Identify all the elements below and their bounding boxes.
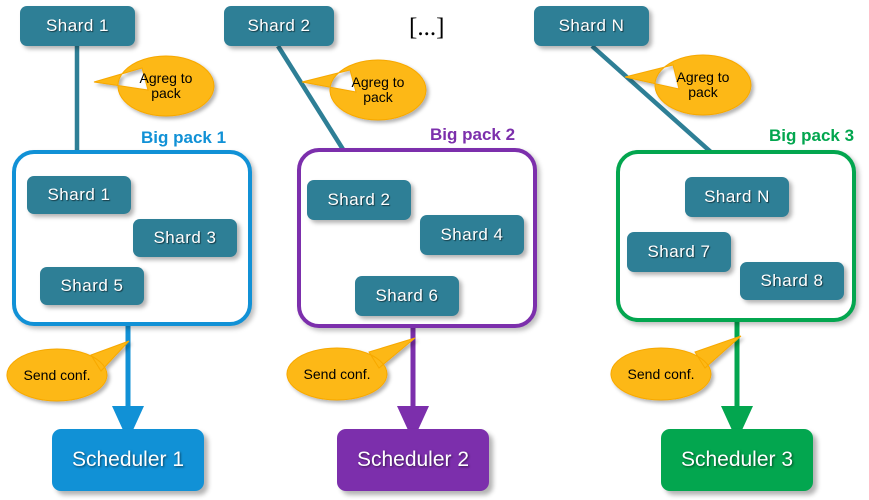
shard-chip-pack3-7[interactable]: Shard 7 bbox=[627, 232, 731, 272]
callout-text: Send conf. bbox=[23, 366, 91, 383]
shard-chip-pack2-2[interactable]: Shard 2 bbox=[307, 180, 411, 220]
shard-label: Shard N bbox=[558, 16, 625, 35]
shard-chip-pack1-1[interactable]: Shard 1 bbox=[27, 176, 131, 214]
shard-label: Shard 2 bbox=[327, 190, 391, 209]
shard-chip-top-1[interactable]: Shard 1 bbox=[20, 6, 135, 46]
shard-label: Shard 5 bbox=[60, 276, 124, 295]
shard-chip-pack1-3[interactable]: Shard 3 bbox=[133, 219, 237, 257]
callout-text: Send conf. bbox=[303, 365, 371, 382]
shard-label: Shard 4 bbox=[440, 225, 504, 244]
ellipsis-marker: [...] bbox=[409, 14, 445, 41]
shard-label: Shard 3 bbox=[153, 228, 217, 247]
shard-label: Shard 7 bbox=[647, 242, 711, 261]
scheduler-box-3[interactable]: Scheduler 3 bbox=[661, 429, 813, 491]
shard-chip-pack3-8[interactable]: Shard 8 bbox=[740, 262, 844, 300]
callout-send-conf-1: Send conf. bbox=[6, 340, 130, 402]
callout-line-2: pack bbox=[688, 84, 718, 100]
pack-label-1: Big pack 1 bbox=[141, 128, 227, 147]
shard-label: Shard 8 bbox=[760, 271, 824, 290]
pack-label-3: Big pack 3 bbox=[769, 126, 855, 145]
shard-chip-pack3-n[interactable]: Shard N bbox=[685, 177, 789, 217]
callout-line-2: pack bbox=[151, 85, 181, 101]
scheduler-box-1[interactable]: Scheduler 1 bbox=[52, 429, 204, 491]
callout-line-1: Agreg to bbox=[139, 70, 193, 87]
callout-line-1: Agreg to bbox=[676, 69, 730, 86]
conf-arrows bbox=[112, 322, 754, 441]
shard-chip-pack2-6[interactable]: Shard 6 bbox=[355, 276, 459, 316]
callout-send-conf-2: Send conf. bbox=[286, 337, 416, 401]
shard-label: Shard N bbox=[704, 187, 770, 206]
shard-label: Shard 1 bbox=[45, 16, 110, 35]
pack-label-2: Big pack 2 bbox=[430, 125, 516, 144]
callout-line-2: pack bbox=[363, 89, 393, 105]
callout-send-conf-3: Send conf. bbox=[610, 335, 742, 401]
callout-line-1: Agreg to bbox=[351, 74, 405, 91]
scheduler-label: Scheduler 2 bbox=[356, 448, 470, 471]
callout-text: Send conf. bbox=[627, 365, 695, 382]
scheduler-box-2[interactable]: Scheduler 2 bbox=[337, 429, 489, 491]
shard-chip-pack1-5[interactable]: Shard 5 bbox=[40, 267, 144, 305]
scheduler-label: Scheduler 1 bbox=[71, 448, 185, 471]
shard-chip-pack2-4[interactable]: Shard 4 bbox=[420, 215, 524, 255]
shard-label: Shard 2 bbox=[247, 16, 311, 35]
shard-label: Shard 1 bbox=[47, 185, 111, 204]
shard-chip-top-2[interactable]: Shard 2 bbox=[224, 6, 334, 46]
shard-chip-top-n[interactable]: Shard N bbox=[534, 6, 649, 46]
shard-label: Shard 6 bbox=[375, 286, 439, 305]
scheduler-label: Scheduler 3 bbox=[680, 448, 794, 471]
